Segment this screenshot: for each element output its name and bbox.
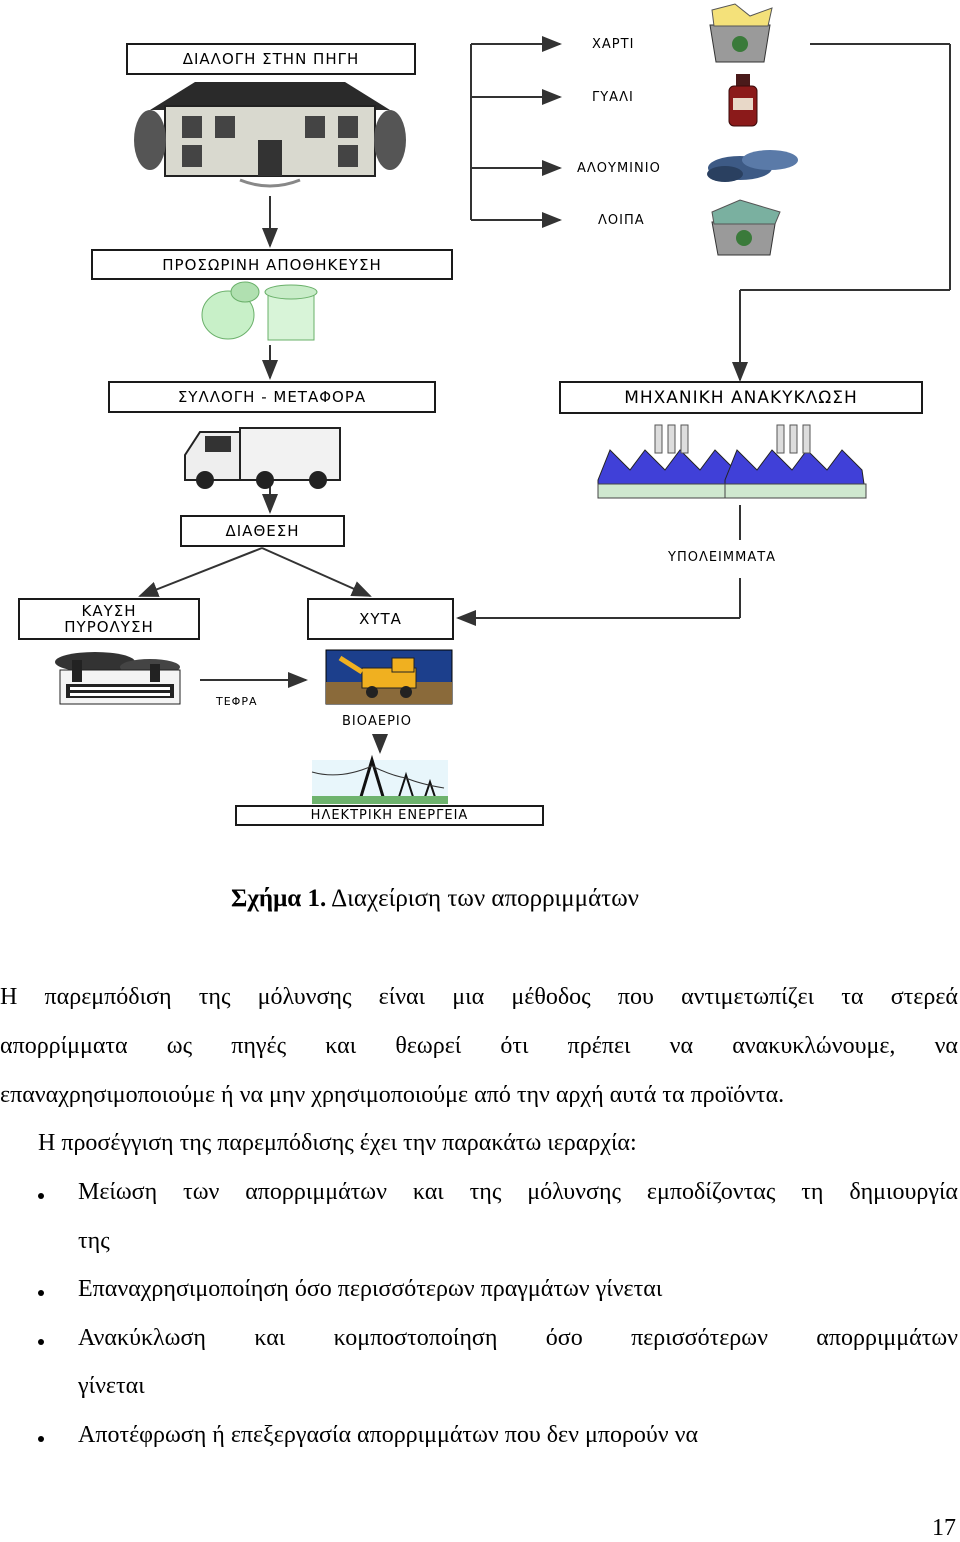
glass-bottle-icon (728, 74, 758, 127)
bullet-dot (38, 1339, 44, 1345)
mechanical-recycling-box: ΜΗΧΑΝΙΚΗ ΑΝΑΚΥΚΛΩΣΗ (559, 381, 923, 414)
landfill-box: ΧΥΤΑ (307, 598, 454, 640)
temporary-storage-label: ΠΡΟΣΩΡΙΝΗ ΑΠΟΘΗΚΕΥΣΗ (162, 255, 382, 274)
house-icon (134, 82, 406, 188)
burning-label: ΚΑΥΣΗ (81, 602, 137, 620)
temporary-storage-box: ΠΡΟΣΩΡΙΝΗ ΑΠΟΘΗΚΕΥΣΗ (91, 249, 453, 280)
material-glass-label: ΓΥΑΛΙ (592, 90, 634, 105)
garbage-bags-icon (201, 281, 318, 341)
page-number: 17 (932, 1515, 956, 1541)
source-sorting-label: ΔΙΑΛΟΓΗ ΣΤΗΝ ΠΗΓΗ (182, 50, 360, 68)
paper-bin-icon (709, 3, 773, 63)
burning-pyrolysis-box: ΚΑΥΣΗ ΠΥΡΟΛΥΣΗ (18, 598, 200, 640)
material-other-label: ΛΟΙΠΑ (598, 213, 645, 228)
caption-label: Σχήμα 1. (231, 885, 327, 912)
material-paper-label: ΧΑΡΤΙ (592, 37, 635, 52)
disposal-box: ΔΙΑΘΕΣΗ (180, 515, 345, 547)
disposal-label: ΔΙΑΘΕΣΗ (225, 522, 300, 540)
pyrolysis-label: ΠΥΡΟΛΥΣΗ (64, 618, 154, 636)
bullet-2: Επαναχρησιμοποίηση όσο περισσότερων πραγ… (78, 1276, 663, 1302)
truck-icon (184, 427, 341, 489)
ash-label: ΤΕΦΡΑ (216, 695, 258, 708)
diagram-graphics (55, 3, 951, 804)
landfill-label: ΧΥΤΑ (359, 610, 402, 628)
bullet-1-line2: της (78, 1228, 110, 1254)
collection-transport-label: ΣΥΛΛΟΓΗ - ΜΕΤΑΦΟΡΑ (177, 388, 367, 406)
paragraph2: Η προσέγγιση της παρεμπόδισης έχει την π… (38, 1130, 637, 1156)
electric-energy-label: ΗΛΕΚΤΡΙΚΗ ΕΝΕΡΓΕΙΑ (310, 807, 469, 823)
bullet-4: Αποτέφρωση ή επεξεργασία απορριμμάτων πο… (78, 1422, 699, 1448)
electric-energy-box: ΗΛΕΚΤΡΙΚΗ ΕΝΕΡΓΕΙΑ (235, 805, 544, 826)
bullet-3-line1: Ανακύκλωση και κομποστοποίηση όσο περισσ… (78, 1325, 958, 1351)
power-pylons-icon (311, 754, 448, 804)
caption-text: Διαχείριση των απορριμμάτων (331, 885, 639, 912)
incinerator-icon (55, 652, 181, 705)
aluminium-cans-icon (707, 150, 798, 182)
collection-transport-box: ΣΥΛΛΟΓΗ - ΜΕΤΑΦΟΡΑ (108, 381, 436, 413)
bullet-3-line2: γίνεται (78, 1373, 145, 1399)
paragraph1-line3: επαναχρησιμοποιούμε ή να μην χρησιμοποιο… (0, 1082, 785, 1108)
mechanical-recycling-label: ΜΗΧΑΝΙΚΗ ΑΝΑΚΥΚΛΩΣΗ (624, 387, 858, 408)
waste-management-diagram: ΔΙΑΛΟΓΗ ΣΤΗΝ ΠΗΓΗ ΠΡΟΣΩΡΙΝΗ ΑΠΟΘΗΚΕΥΣΗ Σ… (18, 3, 951, 826)
bullet-dot (38, 1436, 44, 1442)
bullet-dot (38, 1290, 44, 1296)
misc-bin-icon (711, 199, 781, 256)
paragraph1-line2: απορρίμματα ως πηγές και θεωρεί ότι πρέπ… (0, 1033, 958, 1059)
bullet-dot (38, 1193, 44, 1199)
material-aluminium-label: ΑΛΟΥΜΙΝΙΟ (577, 161, 661, 176)
bullet-1-line1: Μείωση των απορριμμάτων και της μόλυνσης… (78, 1179, 958, 1205)
paragraph1-line1: Η παρεμπόδιση της μόλυνσης είναι μια μέθ… (0, 984, 958, 1010)
biogas-label: ΒΙΟΑΕΡΙΟ (342, 714, 412, 729)
main-flow-arrows (138, 196, 741, 754)
landfill-excavator-icon (325, 649, 453, 705)
recycling-factory-icon (597, 424, 867, 499)
residues-label: ΥΠΟΛΕΙΜΜΑΤΑ (668, 550, 777, 565)
source-sorting-box: ΔΙΑΛΟΓΗ ΣΤΗΝ ΠΗΓΗ (126, 43, 416, 75)
figure-caption: Σχήμα 1. Διαχείριση των απορριμμάτων (0, 885, 870, 913)
materials-connector (470, 36, 951, 382)
